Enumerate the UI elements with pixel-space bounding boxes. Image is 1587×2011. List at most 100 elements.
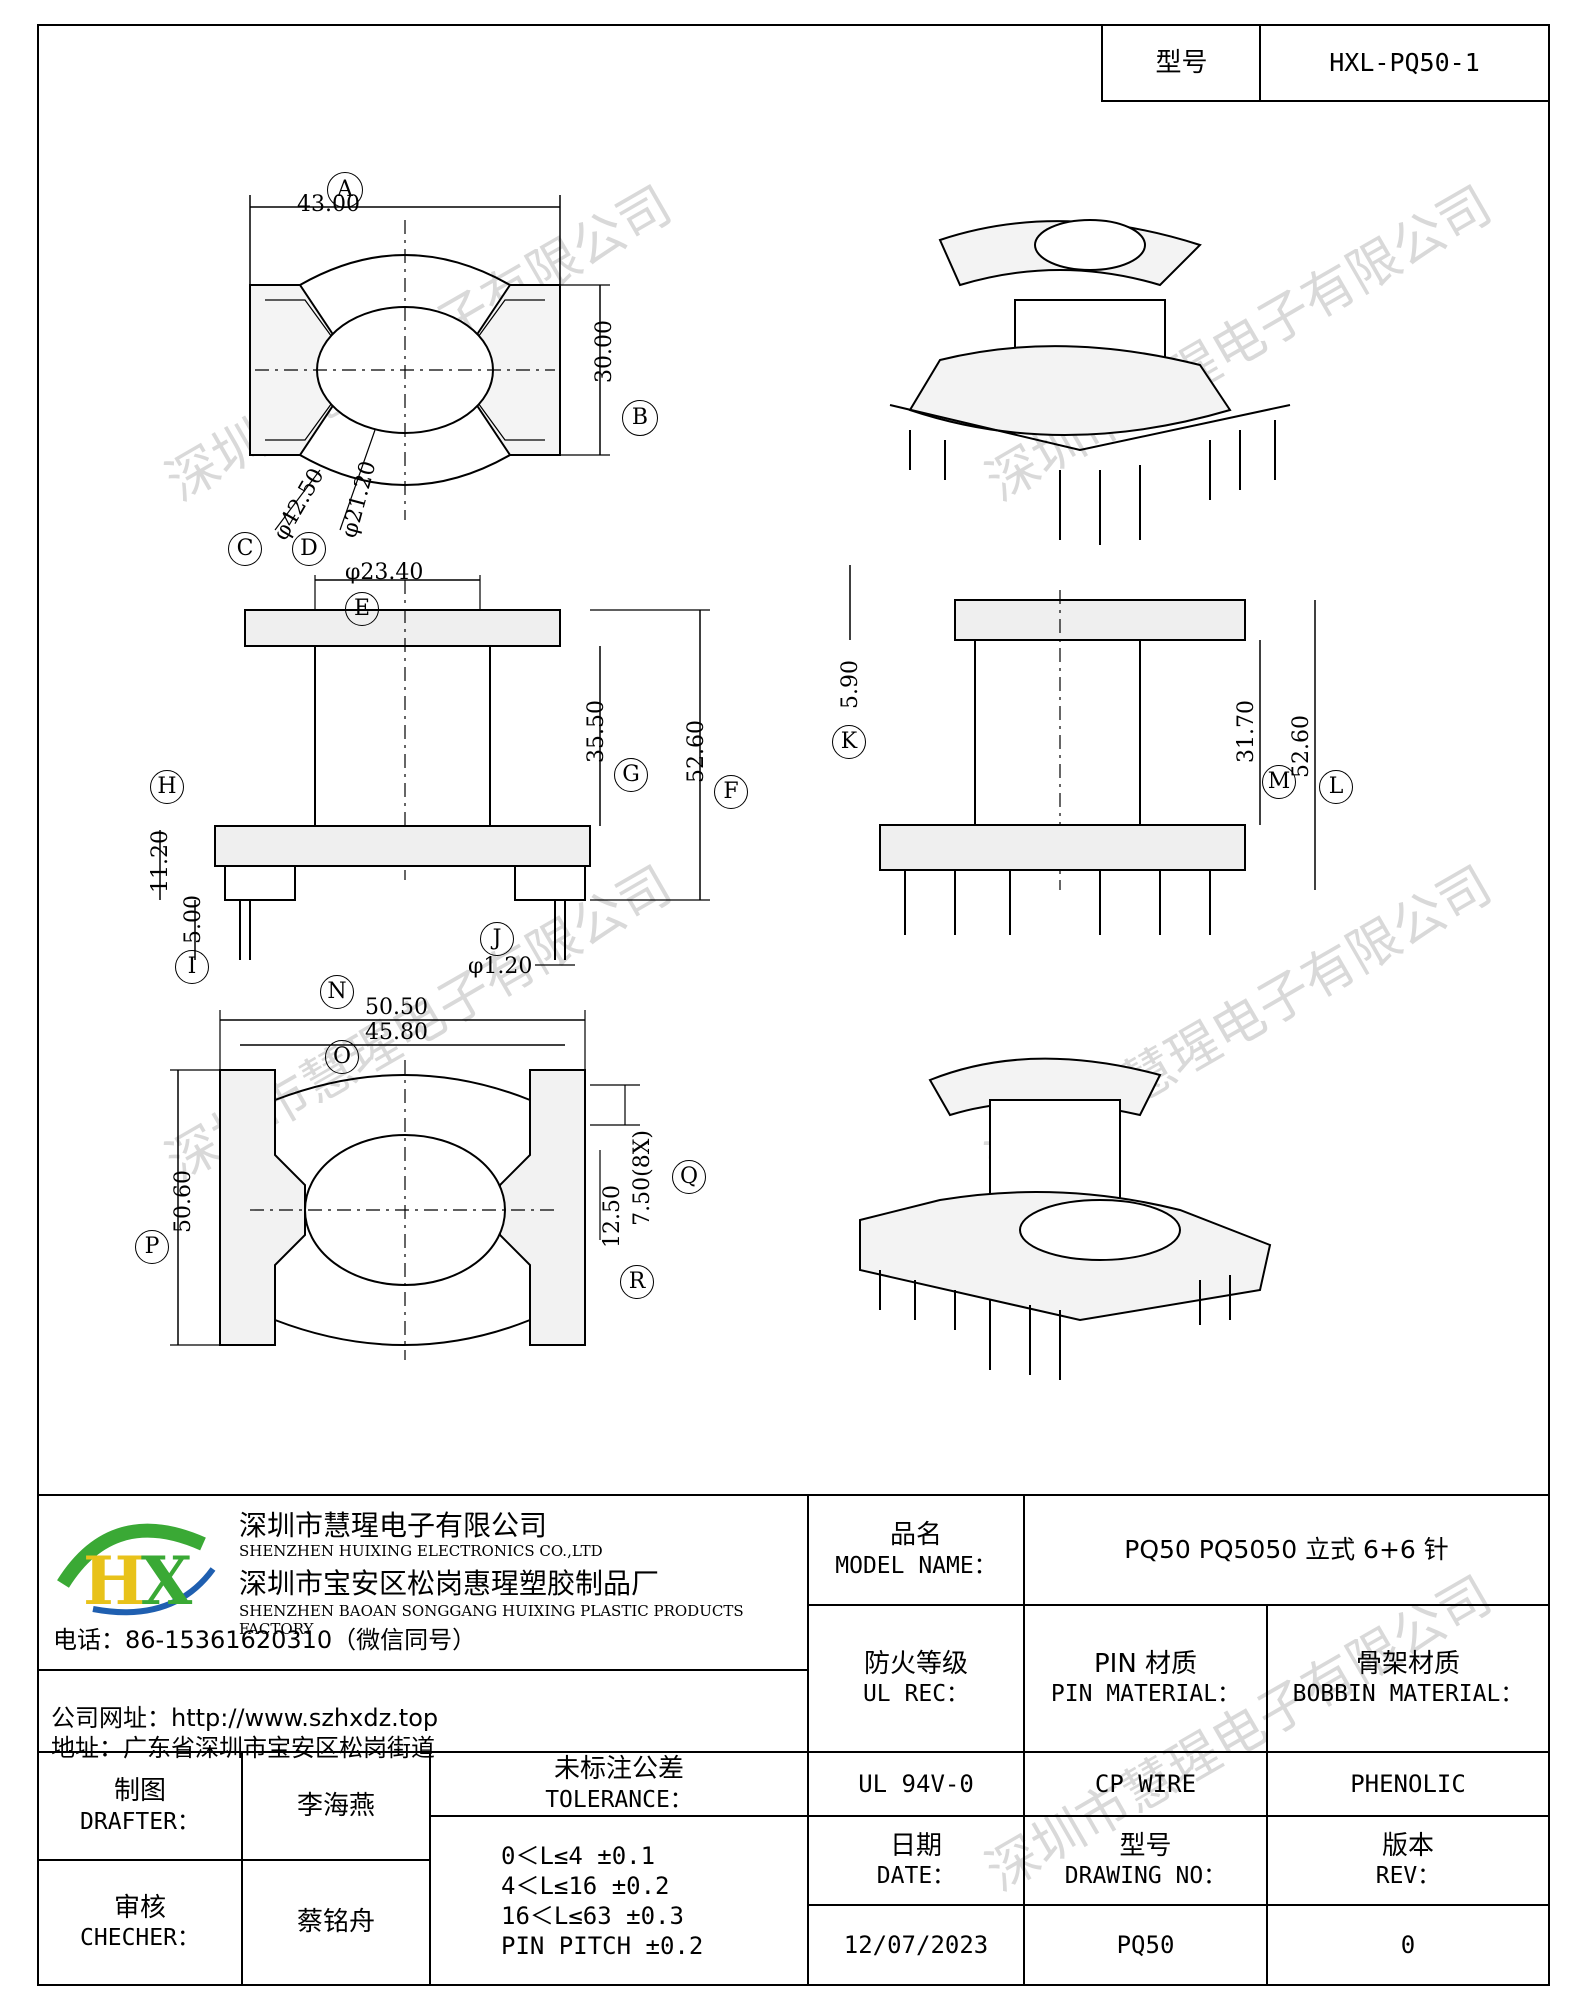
balloon-E: E bbox=[345, 592, 379, 626]
value-I: 5.00 bbox=[181, 895, 206, 944]
bobbin-material-value: PHENOLIC bbox=[1266, 1751, 1550, 1817]
value-O: 45.80 bbox=[365, 1020, 428, 1045]
isometric-view-2 bbox=[859, 1057, 1272, 1380]
factory-name-en: SHENZHEN BAOAN SONGGANG HUIXING PLASTIC … bbox=[239, 1602, 744, 1638]
technical-drawing bbox=[159, 195, 1316, 1380]
dim-C: C φ42.50 bbox=[228, 464, 330, 566]
balloon-M: M bbox=[1262, 765, 1296, 799]
logo-x: X bbox=[141, 1542, 193, 1620]
value-A: 43.00 bbox=[297, 192, 360, 217]
tolerance-en: TOLERANCE： bbox=[545, 1786, 693, 1813]
company-website: 公司网址：http://www.szhxdz.top bbox=[51, 1704, 439, 1732]
side-view bbox=[849, 565, 1316, 935]
model-name-label: 品名 MODEL NAME： bbox=[807, 1494, 1025, 1606]
drafter-cn: 制图 bbox=[113, 1776, 166, 1807]
company-name-en: SHENZHEN HUIXING ELECTRONICS CO.,LTD bbox=[239, 1542, 603, 1560]
company-block-lower bbox=[37, 1669, 809, 1753]
value-K: 5.90 bbox=[838, 660, 863, 709]
value-G: 35.50 bbox=[584, 700, 609, 763]
drafter-name-text: 李海燕 bbox=[296, 1790, 375, 1821]
balloon-I: I bbox=[175, 950, 209, 984]
balloon-D: D bbox=[292, 532, 326, 566]
balloon-R: R bbox=[620, 1265, 654, 1299]
drawing-no-cn: 型号 bbox=[1119, 1830, 1172, 1861]
drawing-no-value-text: PQ50 bbox=[1116, 1931, 1175, 1959]
front-view bbox=[159, 575, 710, 966]
tolerance-label: 未标注公差 TOLERANCE： bbox=[429, 1751, 809, 1817]
value-J: φ1.20 bbox=[468, 954, 533, 979]
bobbin-material-value-text: PHENOLIC bbox=[1350, 1770, 1466, 1798]
company-phone: 电话：86-15361620310（微信同号） bbox=[53, 1626, 477, 1654]
ul-rec-value-text: UL 94V-0 bbox=[858, 1770, 974, 1798]
checker-label: 审核 CHECHER： bbox=[37, 1859, 243, 1986]
bobbin-material-cn: 骨架材质 bbox=[1355, 1648, 1460, 1679]
rev-en: REV： bbox=[1375, 1863, 1441, 1890]
rev-label: 版本 REV： bbox=[1266, 1815, 1550, 1906]
model-name-cn: 品名 bbox=[889, 1520, 942, 1551]
factory-name-cn: 深圳市宝安区松岗惠瑆塑胶制品厂 bbox=[239, 1567, 660, 1600]
pin-material-value: CP WIRE bbox=[1023, 1751, 1268, 1817]
value-P: 50.60 bbox=[171, 1170, 196, 1233]
bobbin-material-label: 骨架材质 BOBBIN MATERIAL： bbox=[1266, 1604, 1550, 1753]
header-type-label-text: 型号 bbox=[1155, 47, 1208, 78]
checker-name: 蔡铭舟 bbox=[241, 1859, 431, 1986]
tolerance-cn: 未标注公差 bbox=[553, 1754, 684, 1785]
pin-material-en: PIN MATERIAL： bbox=[1050, 1681, 1241, 1708]
drafter-label: 制图 DRAFTER： bbox=[37, 1751, 243, 1861]
rev-value: 0 bbox=[1266, 1904, 1550, 1986]
value-L: 52.60 bbox=[1289, 715, 1314, 778]
value-B: 30.00 bbox=[592, 320, 617, 383]
model-name-value-text: PQ50 PQ5050 立式 6+6 针 bbox=[1124, 1535, 1449, 1565]
header-type-value: HXL-PQ50-1 bbox=[1259, 24, 1550, 102]
ul-rec-en: UL REC： bbox=[862, 1681, 970, 1708]
balloon-C: C bbox=[228, 532, 262, 566]
value-M: 31.70 bbox=[1234, 700, 1259, 763]
checker-cn: 审核 bbox=[113, 1892, 166, 1923]
model-name-value: PQ50 PQ5050 立式 6+6 针 bbox=[1023, 1494, 1550, 1606]
tolerance-values: 0＜L≤4 ±0.1 4＜L≤16 ±0.2 16＜L≤63 ±0.3 PIN … bbox=[429, 1815, 809, 1986]
checker-en: CHECHER： bbox=[80, 1925, 200, 1952]
balloon-F: F bbox=[714, 775, 748, 809]
company-logo: H X HX bbox=[53, 1514, 228, 1624]
date-label: 日期 DATE： bbox=[807, 1815, 1025, 1906]
pin-material-label: PIN 材质 PIN MATERIAL： bbox=[1023, 1604, 1268, 1753]
value-N: 50.50 bbox=[365, 995, 428, 1020]
company-block: H X HX 深圳市慧瑆电子有限公司 SHENZHEN HUIXING ELEC… bbox=[37, 1494, 809, 1671]
tolerance-row: 0＜L≤4 ±0.1 bbox=[501, 1841, 656, 1870]
value-H: 11.20 bbox=[148, 830, 173, 893]
company-name-cn: 深圳市慧瑆电子有限公司 bbox=[239, 1509, 548, 1542]
value-E: φ23.40 bbox=[345, 560, 424, 585]
balloon-G: G bbox=[614, 758, 648, 792]
drafter-name: 李海燕 bbox=[241, 1751, 431, 1861]
balloon-L: L bbox=[1319, 770, 1353, 804]
balloon-N: N bbox=[320, 975, 354, 1009]
tolerance-row: 4＜L≤16 ±0.2 bbox=[501, 1871, 670, 1900]
pin-material-cn: PIN 材质 bbox=[1093, 1648, 1198, 1679]
header-type-value-text: HXL-PQ50-1 bbox=[1329, 48, 1480, 78]
drawing-no-value: PQ50 bbox=[1023, 1904, 1268, 1986]
logo-h: H bbox=[83, 1542, 145, 1620]
date-value: 12/07/2023 bbox=[807, 1904, 1025, 1986]
logo-icon: H X bbox=[57, 1523, 216, 1620]
pin-material-value-text: CP WIRE bbox=[1094, 1770, 1197, 1798]
date-en: DATE： bbox=[876, 1863, 956, 1890]
ul-rec-value: UL 94V-0 bbox=[807, 1751, 1025, 1817]
balloon-P: P bbox=[135, 1230, 169, 1264]
top-view bbox=[249, 195, 610, 531]
value-F: 52.60 bbox=[684, 720, 709, 783]
balloon-O: O bbox=[325, 1040, 359, 1074]
balloon-K: K bbox=[832, 725, 866, 759]
date-value-text: 12/07/2023 bbox=[843, 1931, 989, 1959]
company-address: 地址：广东省深圳市宝安区松岗街道 bbox=[51, 1734, 435, 1762]
balloon-Q: Q bbox=[672, 1160, 706, 1194]
date-cn: 日期 bbox=[889, 1830, 942, 1861]
drafter-en: DRAFTER： bbox=[80, 1808, 200, 1835]
bottom-view bbox=[170, 1010, 640, 1360]
rev-value-text: 0 bbox=[1400, 1931, 1416, 1959]
drawing-no-en: DRAWING NO： bbox=[1064, 1863, 1227, 1890]
ul-rec-cn: 防火等级 bbox=[863, 1648, 968, 1679]
header-type-label: 型号 bbox=[1101, 24, 1261, 102]
model-name-en: MODEL NAME： bbox=[835, 1552, 997, 1579]
balloon-H: H bbox=[150, 770, 184, 804]
balloon-J: J bbox=[480, 922, 514, 956]
